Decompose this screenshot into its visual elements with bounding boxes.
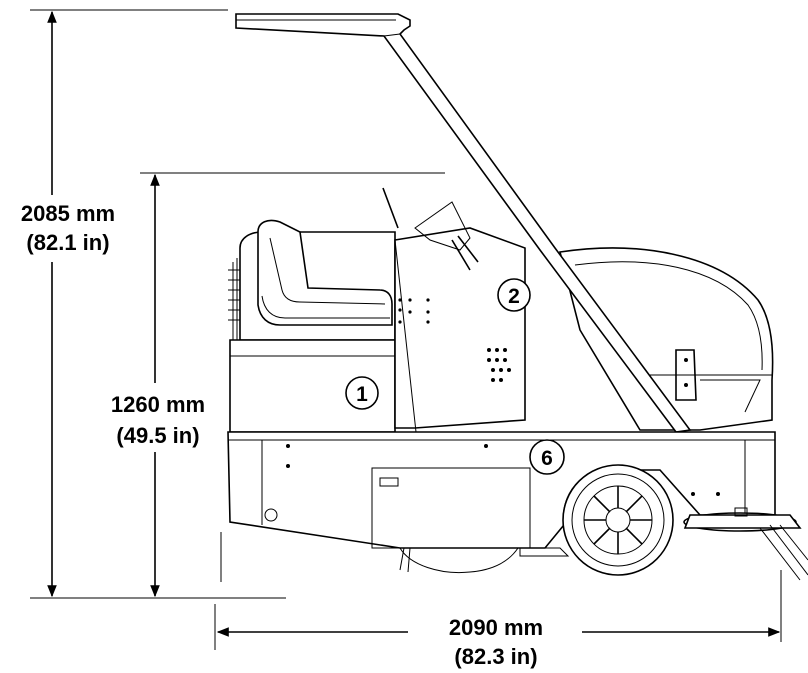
svg-text:1: 1	[356, 383, 368, 406]
seat-height-mm-label: 1260 mm	[111, 392, 205, 417]
svg-text:6: 6	[541, 447, 553, 470]
front-wheel	[563, 465, 673, 575]
seat-height-in-label: (49.5 in)	[116, 423, 199, 448]
overall-height-mm-label: 2085 mm	[21, 201, 115, 226]
chassis-frame	[228, 432, 775, 548]
overall-height-in-label: (82.1 in)	[26, 230, 109, 255]
callout-2: 2	[498, 279, 530, 311]
side-console	[395, 228, 525, 428]
side-broom	[684, 508, 808, 580]
overall-length-mm-label: 2090 mm	[449, 615, 543, 640]
callout-6: 6	[530, 440, 564, 474]
control-lever	[383, 188, 398, 228]
callout-1: 1	[346, 377, 378, 409]
overall-length-in-label: (82.3 in)	[454, 644, 537, 669]
rear-skirt	[520, 548, 568, 556]
main-broom	[400, 548, 518, 573]
svg-text:2: 2	[508, 285, 520, 308]
